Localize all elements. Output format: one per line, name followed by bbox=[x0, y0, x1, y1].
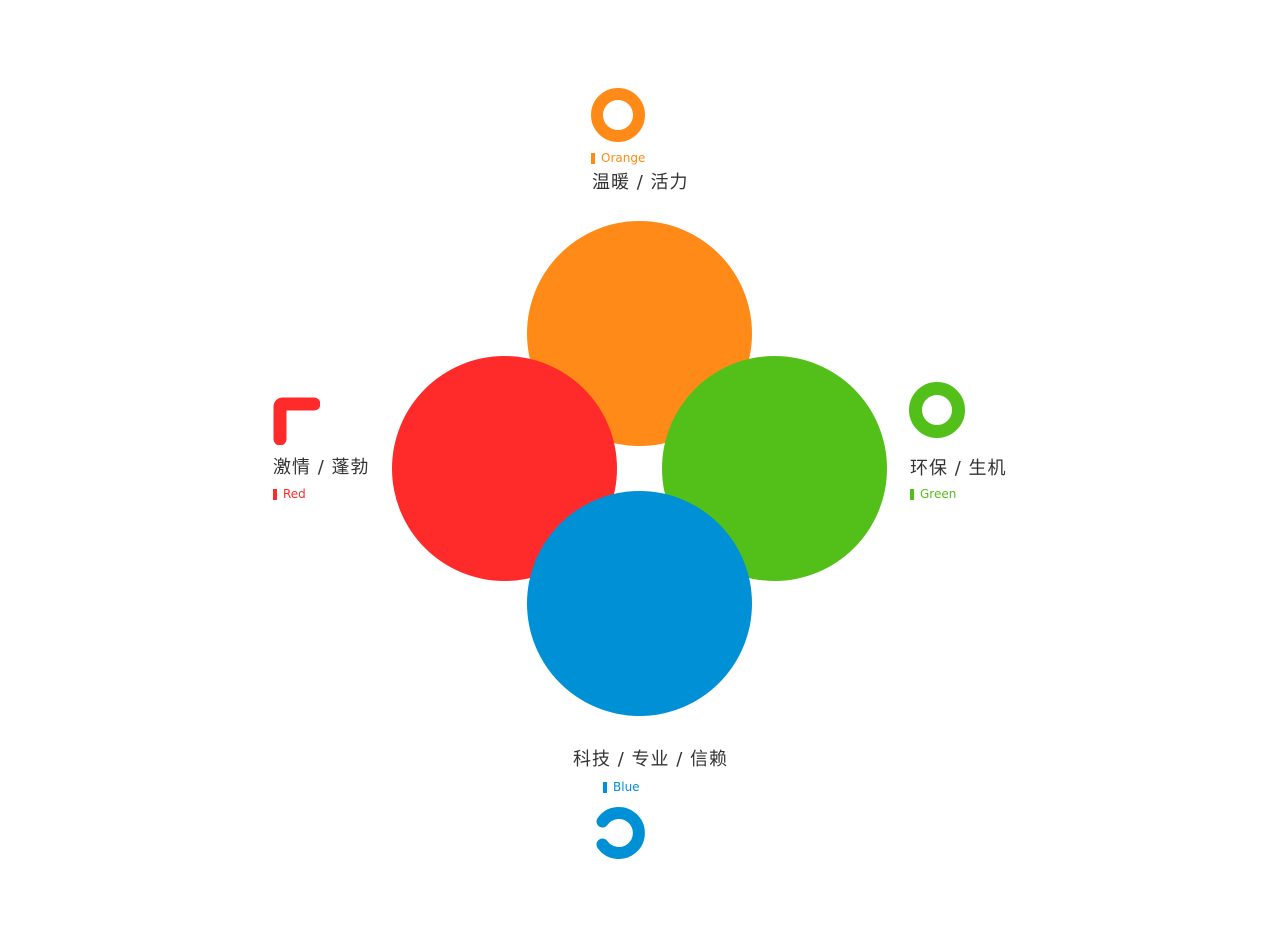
blue-bar-marker bbox=[603, 781, 607, 793]
green-bar-marker bbox=[910, 488, 914, 500]
green-name-label: Green bbox=[910, 487, 956, 501]
orange-keywords-label: 温暖 / 活力 bbox=[592, 172, 689, 193]
red-corner-bracket-icon bbox=[273, 397, 320, 445]
orange-name-text: Orange bbox=[601, 151, 646, 165]
green-name-text: Green bbox=[920, 487, 957, 501]
green-ring-icon bbox=[909, 382, 965, 438]
red-name-text: Red bbox=[283, 487, 306, 501]
orange-bar-marker bbox=[591, 152, 595, 164]
red-bar-marker bbox=[273, 488, 277, 500]
blue-keywords-label: 科技 / 专业 / 信赖 bbox=[573, 749, 729, 770]
green-keywords-label: 环保 / 生机 bbox=[910, 458, 1007, 479]
blue-open-ring-icon bbox=[596, 807, 645, 859]
red-keywords-label: 激情 / 蓬勃 bbox=[273, 457, 370, 478]
blue-name-text: Blue bbox=[613, 780, 640, 794]
orange-ring-icon bbox=[591, 88, 645, 142]
blue-name-label: Blue bbox=[603, 780, 640, 794]
blue-circle bbox=[527, 491, 752, 716]
orange-name-label: Orange bbox=[591, 151, 645, 165]
red-name-label: Red bbox=[273, 487, 306, 501]
